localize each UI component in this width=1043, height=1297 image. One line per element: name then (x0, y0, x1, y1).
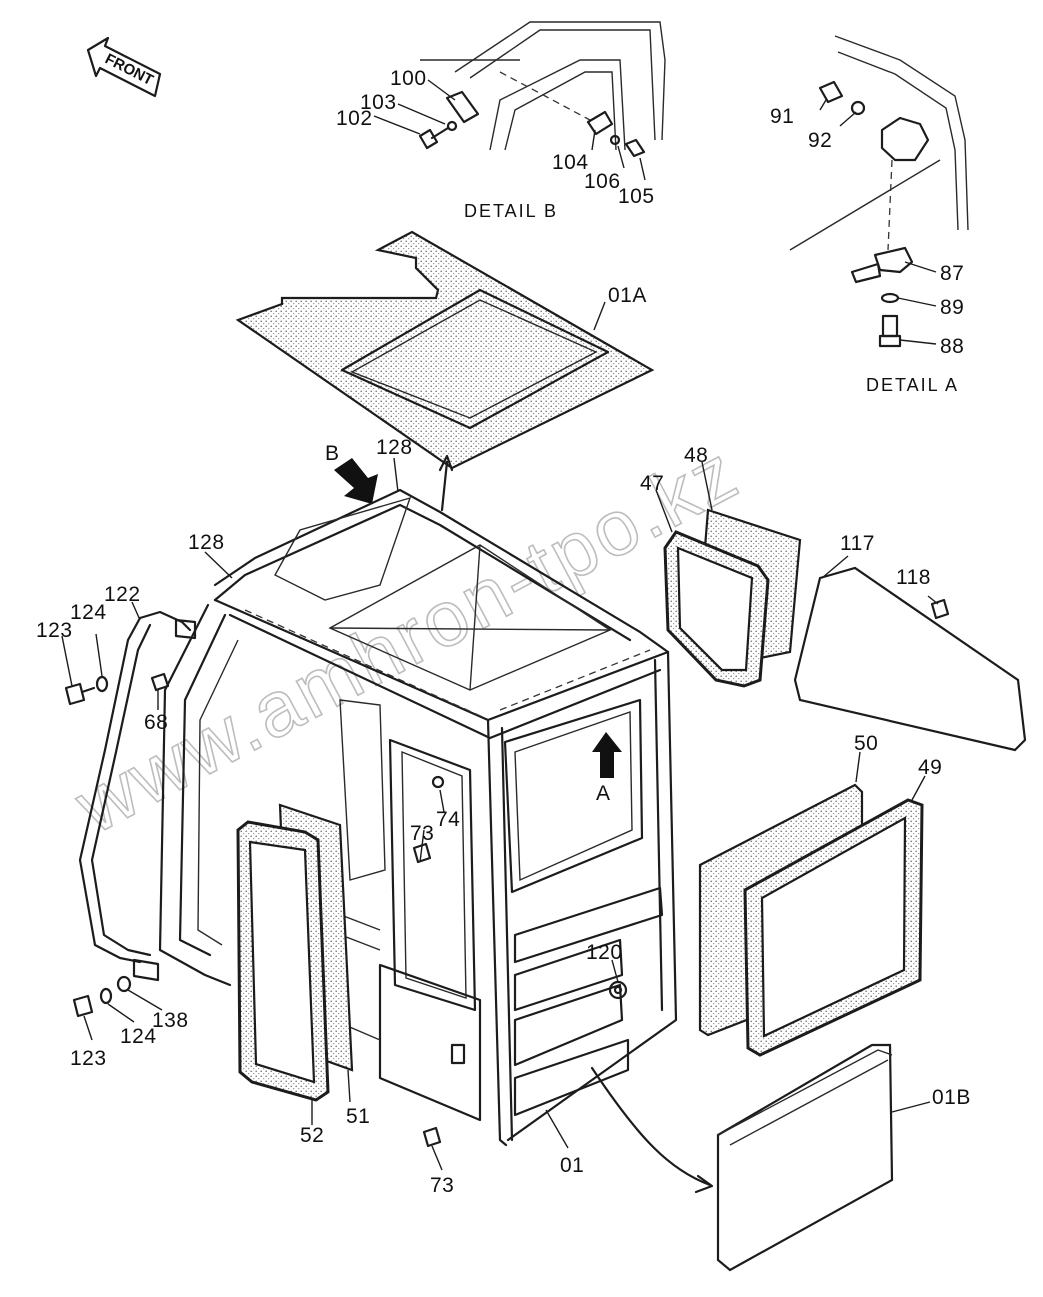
label-138: 138 (152, 1009, 189, 1032)
bolt-123-upper (64, 682, 86, 706)
label-01a: 01A (608, 284, 647, 307)
panel-01b (716, 1043, 894, 1272)
handrail-bracket-upper (174, 618, 197, 640)
label-120: 120 (586, 941, 623, 964)
label-92: 92 (808, 129, 832, 152)
roof-panel-01a (235, 230, 655, 470)
label-91: 91 (770, 105, 794, 128)
label-104: 104 (552, 151, 589, 174)
bolt-68 (150, 672, 170, 692)
washer-124-lower (99, 987, 113, 1005)
view-b-label: B (325, 442, 340, 465)
washer-74 (431, 775, 445, 789)
detail-b-group (418, 21, 666, 158)
view-a-arrow-icon (592, 732, 622, 778)
bolt-123-lower (72, 994, 94, 1018)
washer-124-upper (95, 675, 109, 693)
glass-117 (793, 566, 1027, 752)
label-102: 102 (336, 107, 373, 130)
label-87: 87 (940, 262, 964, 285)
detail-b-title: DETAIL B (464, 201, 558, 221)
label-117: 117 (840, 532, 875, 555)
bolt-73-lower (422, 1126, 442, 1148)
label-01b: 01B (932, 1086, 971, 1109)
label-128-top: 128 (376, 436, 413, 459)
grommet-120 (608, 980, 628, 1000)
label-106: 106 (584, 170, 621, 193)
label-48: 48 (684, 444, 708, 467)
label-51: 51 (346, 1105, 370, 1128)
label-50: 50 (854, 732, 878, 755)
detail-a-group (789, 35, 969, 348)
label-01: 01 (560, 1154, 584, 1177)
handrail-bracket-lower (132, 958, 160, 982)
label-73-upper: 73 (410, 822, 434, 845)
label-124-upper: 124 (70, 601, 107, 624)
label-89: 89 (940, 296, 964, 319)
view-a-label: A (596, 782, 611, 805)
label-122: 122 (104, 583, 141, 606)
label-68: 68 (144, 711, 168, 734)
detail-a-title: DETAIL A (866, 375, 959, 395)
label-103: 103 (360, 91, 397, 114)
roof-lift-arrow (440, 460, 449, 512)
label-47: 47 (640, 472, 664, 495)
label-105: 105 (618, 185, 655, 208)
label-123-lower: 123 (70, 1047, 107, 1070)
washer-138 (116, 975, 132, 993)
fastener-118 (930, 598, 950, 620)
roof-lift-arrowhead (438, 454, 454, 472)
panel-01b-arrow (590, 1066, 712, 1187)
front-arrow-icon: FRONT (86, 36, 162, 98)
label-100: 100 (390, 67, 427, 90)
view-b-arrow-icon (334, 458, 378, 504)
label-88: 88 (940, 335, 964, 358)
label-73-lower: 73 (430, 1174, 454, 1197)
label-124-lower: 124 (120, 1025, 157, 1048)
label-52: 52 (300, 1124, 324, 1147)
label-123-upper: 123 (36, 619, 73, 642)
label-49: 49 (918, 756, 942, 779)
handrail-122 (78, 610, 192, 964)
label-118: 118 (896, 566, 931, 589)
cab-frame-01 (158, 488, 678, 1147)
label-128-left: 128 (188, 531, 225, 554)
label-74: 74 (436, 808, 460, 831)
leader-lines (61, 79, 939, 1171)
